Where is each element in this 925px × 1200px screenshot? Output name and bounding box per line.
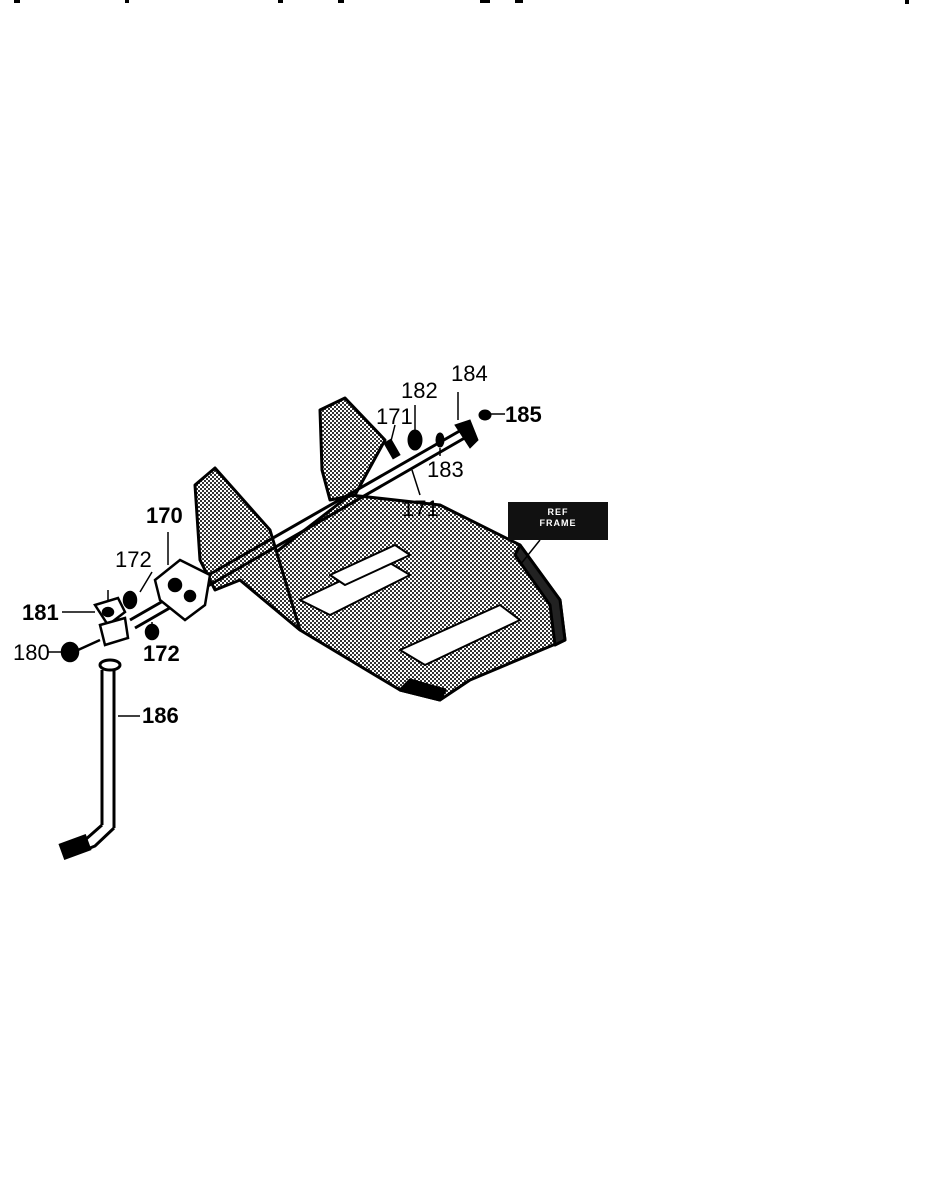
scan-artifacts [14, 0, 909, 4]
callout-182: 182 [401, 378, 438, 403]
callout-170: 170 [146, 503, 183, 528]
callout-171-top: 171 [376, 404, 413, 429]
callout-171-bottom: 171 [402, 496, 439, 521]
callout-185: 185 [505, 402, 542, 427]
leader-lines [48, 392, 541, 717]
callout-181: 181 [22, 600, 59, 625]
ref-frame-line1: REF [547, 507, 569, 517]
callout-172-upper: 172 [115, 547, 152, 572]
callout-183: 183 [427, 457, 464, 482]
ref-frame-line2: FRAME [539, 518, 577, 529]
callout-186: 186 [142, 703, 179, 728]
bracket-170 [153, 558, 212, 622]
callout-180: 180 [13, 640, 50, 665]
callout-184: 184 [451, 361, 488, 386]
lever-hub [60, 590, 160, 663]
lever-186 [58, 658, 122, 860]
frame-body [193, 396, 567, 702]
ref-frame-label: REF FRAME [508, 502, 608, 540]
shaft-hardware [383, 409, 492, 460]
callout-172-lower: 172 [143, 641, 180, 666]
